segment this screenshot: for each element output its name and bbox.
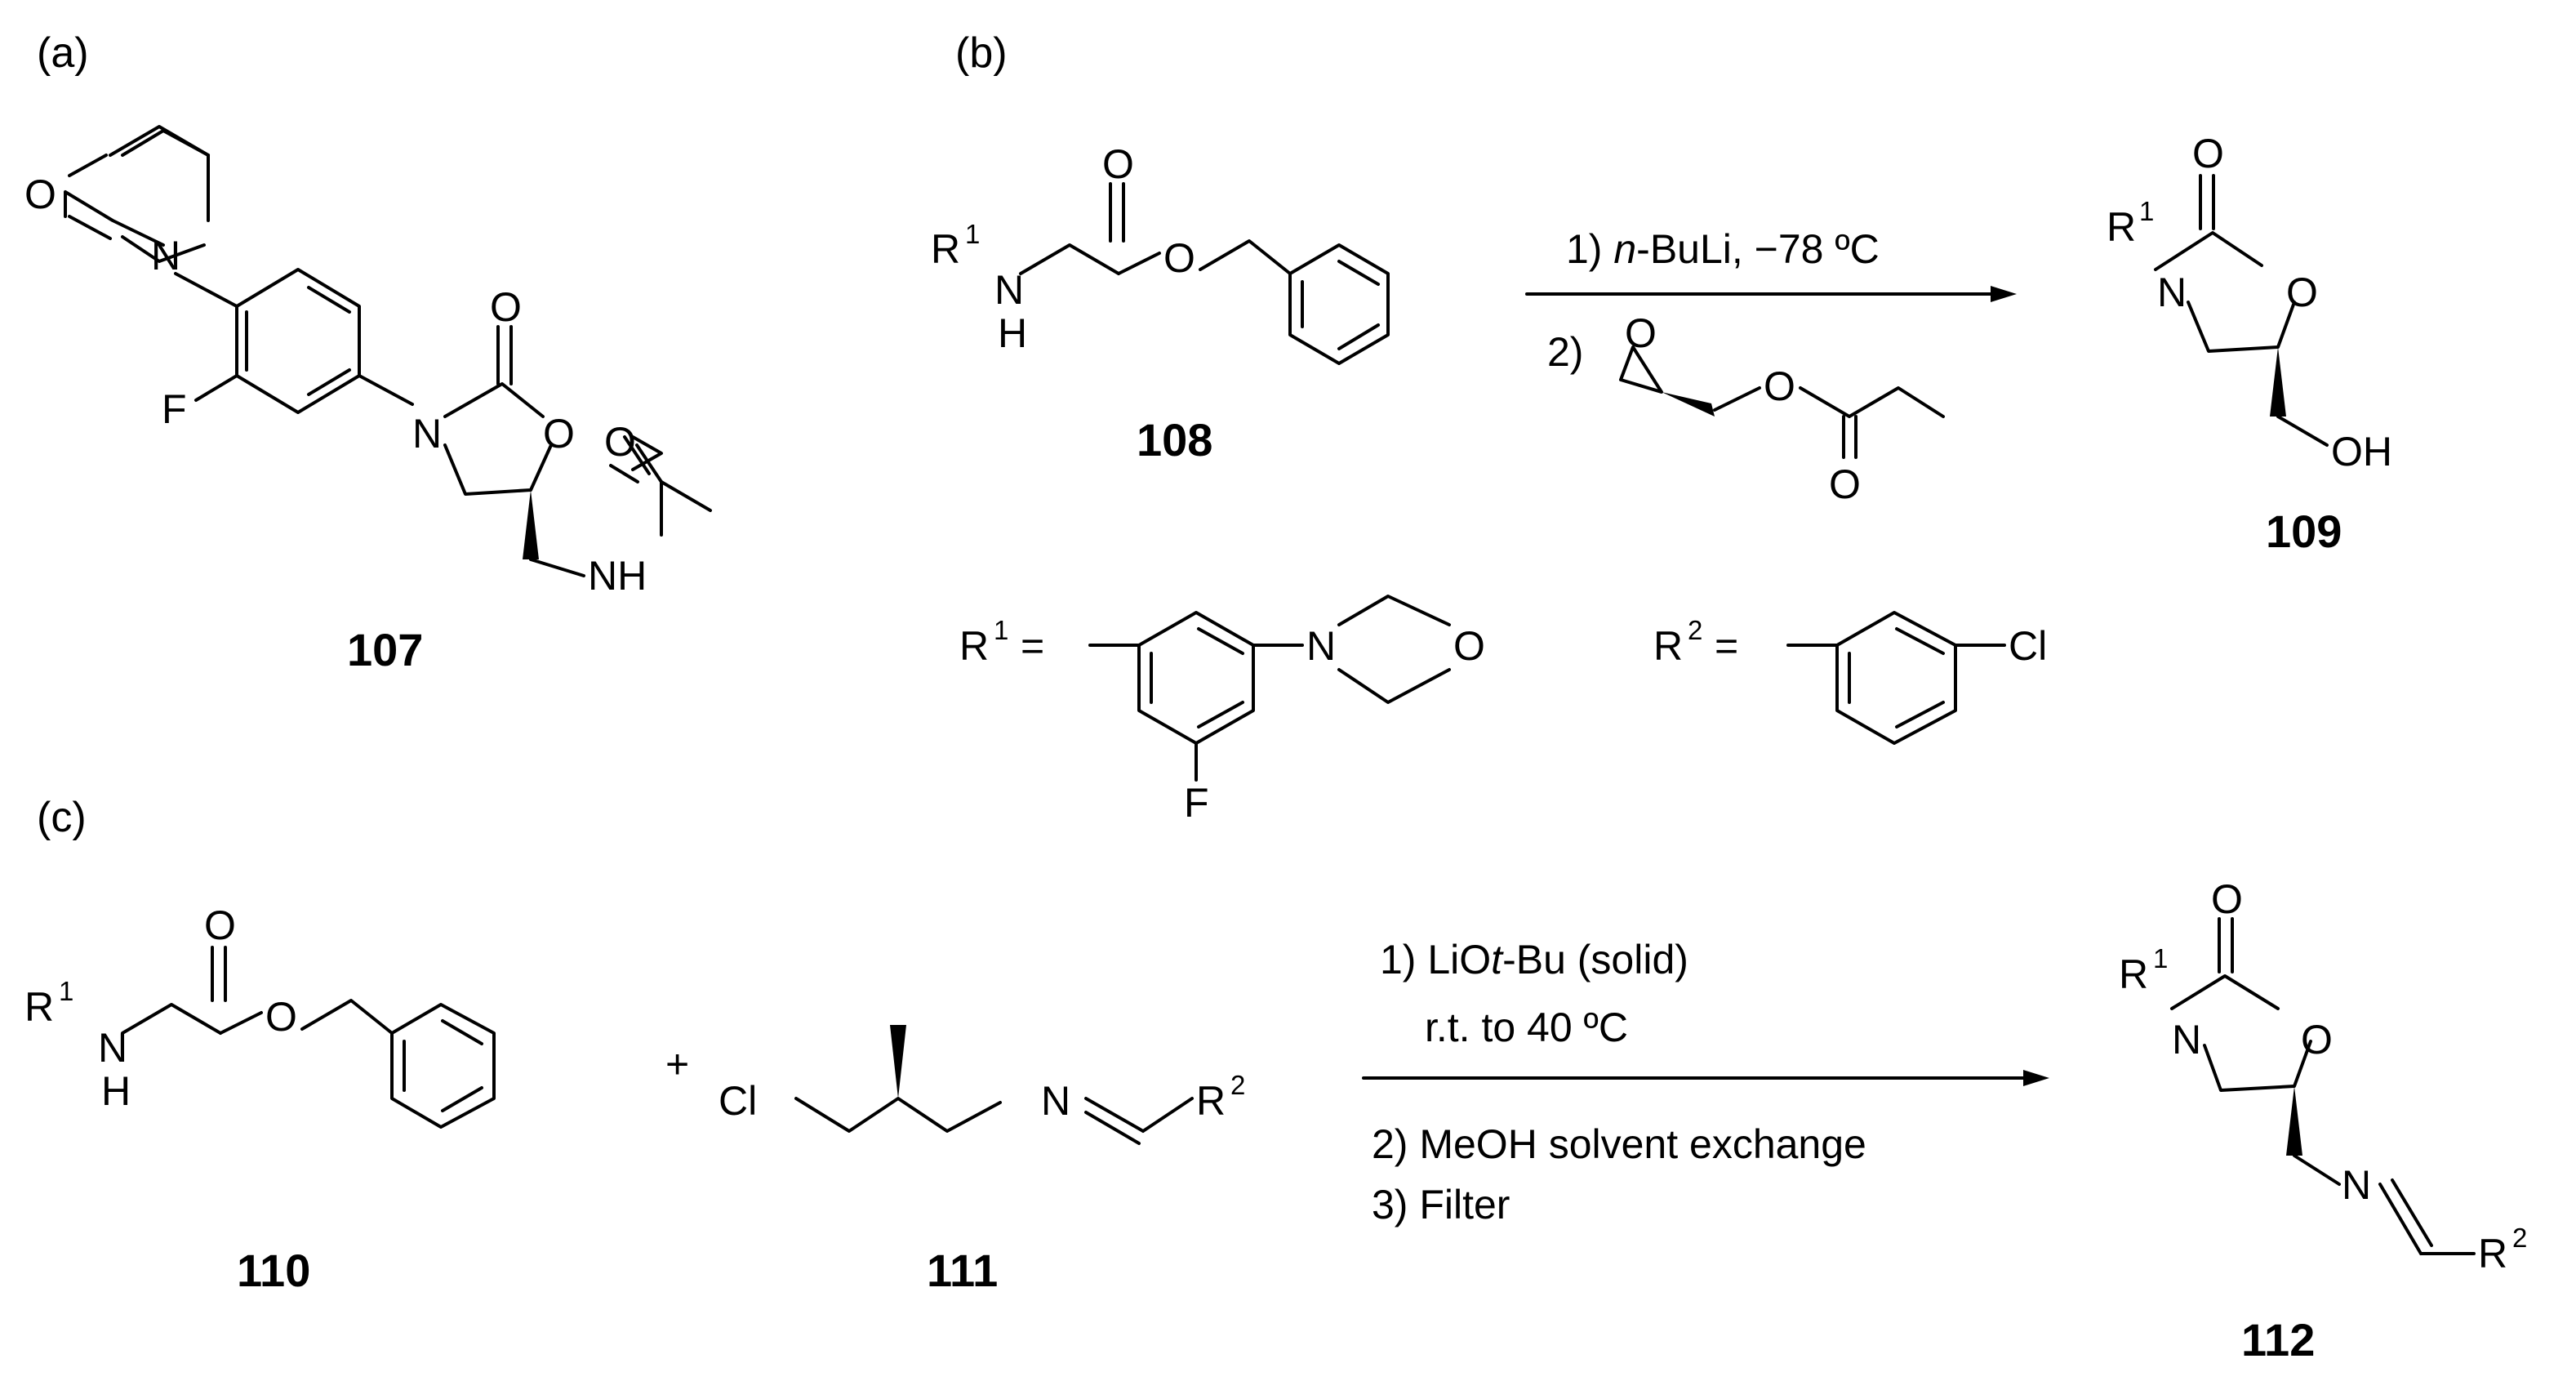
atom-N-107-morph: N	[151, 233, 180, 278]
atom-O-107-carbonyl: O	[490, 284, 522, 330]
atom-R-superscript-109: 1	[2139, 196, 2154, 226]
atom-O-r1: O	[1453, 623, 1485, 669]
atom-N-107-ring: N	[412, 411, 442, 457]
compound-110-structure	[121, 946, 496, 1129]
atom-R-superscript-112: 1	[2153, 943, 2168, 973]
atom-R-110: R	[24, 984, 54, 1030]
compound-label-109: 109	[2266, 506, 2342, 557]
compound-label-112: 112	[2241, 1314, 2315, 1365]
compound-108-structure	[1019, 182, 1390, 365]
glycidyl-ester-structure	[1619, 345, 1945, 459]
atom-O-108-carbonyl: O	[1102, 141, 1134, 187]
panel-label-c: (c)	[37, 794, 87, 841]
atom-R-108: R	[931, 226, 960, 272]
arrowhead-b	[1991, 286, 2017, 302]
compound-label-108: 108	[1137, 414, 1212, 466]
atom-O-109-ring: O	[2286, 270, 2318, 315]
atom-N-112-imine: N	[2342, 1162, 2371, 1208]
atom-F-107: F	[162, 386, 187, 432]
compound-label-107: 107	[347, 624, 423, 675]
atom-R-superscript-112-imine: 2	[2512, 1223, 2527, 1253]
atom-F-r1: F	[1184, 780, 1209, 826]
atom-N-110: N	[98, 1025, 127, 1071]
compound-109-structure	[2154, 174, 2329, 447]
atom-O-glycidyl-ester: O	[1764, 363, 1795, 409]
atom-O-109-carbonyl: O	[2192, 131, 2224, 176]
compound-label-110: 110	[237, 1245, 310, 1296]
compound-107-structure	[64, 125, 712, 577]
atom-R-superscript-108: 1	[965, 219, 980, 249]
atom-N-109: N	[2157, 270, 2187, 315]
condition-c-step2: 2) MeOH solvent exchange	[1372, 1121, 1866, 1167]
r2-definition-R: R	[1653, 623, 1683, 669]
atom-O-107-ring: O	[543, 411, 575, 457]
atom-O-112-ring: O	[2301, 1017, 2333, 1063]
atom-N-r1: N	[1306, 623, 1336, 669]
condition-b-step1: 1) n-BuLi, −78 ºC	[1566, 226, 1880, 272]
atom-N-111: N	[1041, 1078, 1070, 1124]
atom-O-112-carbonyl: O	[2211, 876, 2243, 922]
atom-H-108: H	[998, 310, 1027, 356]
condition-b-step2: 2)	[1547, 329, 1583, 375]
atom-R-superscript-110: 1	[59, 976, 73, 1006]
atom-R-superscript-111: 2	[1230, 1070, 1245, 1100]
condition-c-step3: 3) Filter	[1372, 1182, 1510, 1227]
r1-definition-superscript: 1	[994, 615, 1008, 645]
r1-structure	[1088, 595, 1451, 782]
condition-c-step1: 1) LiOt-Bu (solid)	[1380, 937, 1688, 982]
compound-112-structure	[2170, 917, 2476, 1255]
r2-definition-superscript: 2	[1688, 615, 1702, 645]
atom-R-112-imine: R	[2478, 1231, 2507, 1276]
panel-label-b: (b)	[955, 29, 1008, 77]
compound-label-111: 111	[927, 1245, 998, 1296]
r1-definition-R: R	[959, 623, 989, 669]
atom-N-108: N	[994, 267, 1024, 313]
atom-R-112: R	[2119, 951, 2148, 997]
atom-O-glycidyl-carbonyl: O	[1829, 461, 1861, 507]
arrowhead-c	[2023, 1070, 2049, 1086]
atom-O-110-carbonyl: O	[204, 902, 236, 948]
r2-definition-equals: =	[1715, 623, 1738, 669]
atom-H-110: H	[101, 1068, 131, 1114]
atom-Cl-r2: Cl	[2009, 623, 2047, 669]
atom-O-108-ester: O	[1163, 235, 1195, 281]
atom-N-112: N	[2172, 1017, 2201, 1063]
atom-R-109: R	[2107, 204, 2136, 250]
atom-O-107-morph: O	[24, 172, 56, 217]
plus-sign: +	[665, 1041, 689, 1087]
condition-c-step1-line2: r.t. to 40 ºC	[1425, 1005, 1628, 1050]
atom-O-107-amide: O	[604, 419, 636, 465]
atom-OH-109: OH	[2331, 429, 2392, 474]
atom-Cl-111: Cl	[719, 1078, 757, 1124]
r2-structure	[1786, 611, 2006, 745]
atom-O-110-ester: O	[265, 994, 297, 1040]
compound-111-structure	[794, 1025, 1194, 1145]
atom-R-111: R	[1196, 1078, 1226, 1124]
panel-label-a: (a)	[37, 29, 89, 77]
atom-NH-107: NH	[588, 553, 647, 599]
r1-definition-equals: =	[1021, 623, 1044, 669]
atom-O-epoxide: O	[1625, 310, 1657, 356]
